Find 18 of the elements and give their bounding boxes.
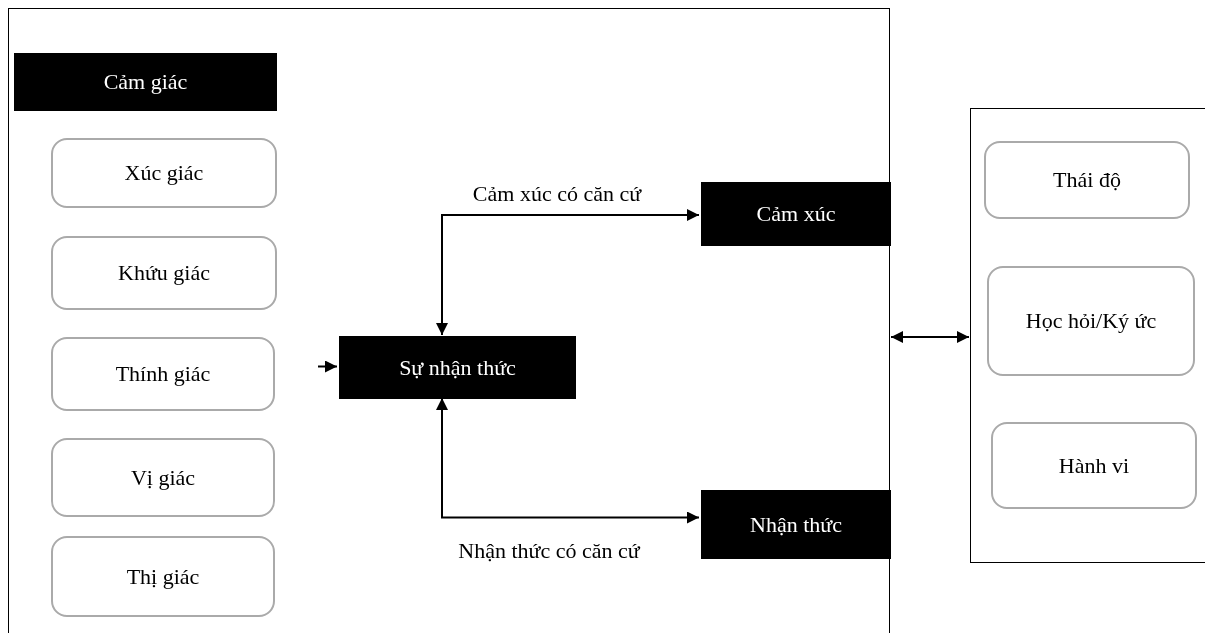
rounded-box: Hành vi: [991, 422, 1197, 509]
rounded-box: Xúc giác: [51, 138, 277, 208]
dark-box: Cảm giác: [14, 53, 277, 111]
rounded-box: Vị giác: [51, 438, 275, 517]
rounded-box: Thị giác: [51, 536, 275, 617]
group-frame: [970, 108, 1205, 563]
arrow: [436, 397, 700, 524]
rounded-box: Thính giác: [51, 337, 275, 411]
rounded-box: Học hỏi/Ký ức: [987, 266, 1195, 376]
rounded-box: Thái độ: [984, 141, 1190, 219]
dark-box: Sự nhận thức: [339, 336, 576, 399]
arrow: [436, 209, 700, 336]
dark-box: Cảm xúc: [701, 182, 891, 246]
rounded-box: Khứu giác: [51, 236, 277, 310]
dark-box: Nhận thức: [701, 490, 891, 559]
arrow: [317, 360, 338, 373]
arrow: [890, 331, 970, 343]
group-frame: [8, 8, 890, 633]
